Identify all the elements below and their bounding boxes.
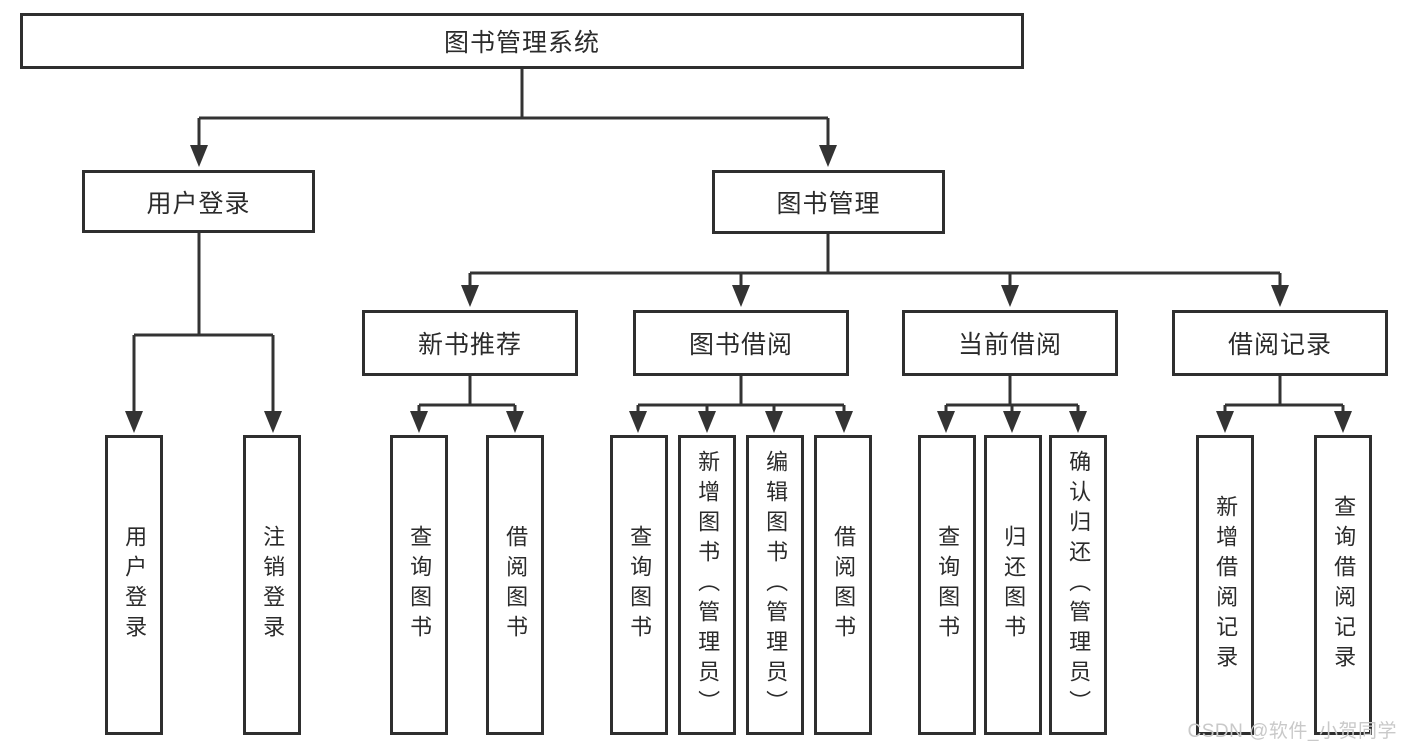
leaf-add-borrow-record-label: 新增借阅记录 [1213,495,1239,675]
leaf-confirm-return-admin-label: 确认归还（管理员） [1066,450,1092,720]
leaf-edit-book-admin-label: 编辑图书（管理员） [763,450,789,720]
leaf-query-books-borrow: 查询图书 [610,435,668,735]
leaf-edit-book-admin: 编辑图书（管理员） [746,435,804,735]
leaf-return-book: 归还图书 [984,435,1042,735]
node-book-management-label: 图书管理 [776,190,881,218]
node-borrowing-records: 借阅记录 [1172,310,1388,376]
leaf-confirm-return-admin: 确认归还（管理员） [1049,435,1107,735]
leaf-borrow-books-label: 借阅图书 [831,525,857,645]
leaf-query-books-recommend-label: 查询图书 [407,525,433,645]
node-current-borrowing-label: 当前借阅 [957,331,1062,359]
leaf-logout-label: 注销登录 [260,525,286,645]
leaf-add-book-admin: 新增图书（管理员） [678,435,736,735]
leaf-return-book-label: 归还图书 [1001,525,1027,645]
node-book-management: 图书管理 [712,170,945,234]
leaf-borrow-books-recommend-label: 借阅图书 [503,525,529,645]
leaf-query-books-borrow-label: 查询图书 [627,525,653,645]
leaf-query-borrow-record-label: 查询借阅记录 [1331,495,1357,675]
node-book-borrowing: 图书借阅 [633,310,849,376]
leaf-borrow-books: 借阅图书 [814,435,872,735]
node-user-login-label: 用户登录 [146,189,251,218]
csdn-watermark: CSDN @软件_小贺同学 [1187,721,1397,742]
leaf-query-books-recommend: 查询图书 [390,435,448,735]
leaf-query-books-current: 查询图书 [918,435,976,735]
leaf-query-books-current-label: 查询图书 [935,525,961,645]
node-root-system-label: 图书管理系统 [443,29,600,57]
leaf-add-book-admin-label: 新增图书（管理员） [695,450,721,720]
arrowheads [125,145,1352,433]
leaf-user-login-label: 用户登录 [122,525,148,645]
leaf-user-login: 用户登录 [105,435,163,735]
node-book-borrowing-label: 图书借阅 [688,331,793,359]
node-borrowing-records-label: 借阅记录 [1227,331,1332,359]
node-current-borrowing: 当前借阅 [902,310,1118,376]
leaf-add-borrow-record: 新增借阅记录 [1196,435,1254,735]
node-new-book-recommend: 新书推荐 [362,310,578,376]
leaf-borrow-books-recommend: 借阅图书 [486,435,544,735]
node-new-book-recommend-label: 新书推荐 [417,331,522,359]
leaf-query-borrow-record: 查询借阅记录 [1314,435,1372,735]
node-root-system: 图书管理系统 [20,13,1024,69]
leaf-logout: 注销登录 [243,435,301,735]
node-user-login: 用户登录 [82,170,315,233]
